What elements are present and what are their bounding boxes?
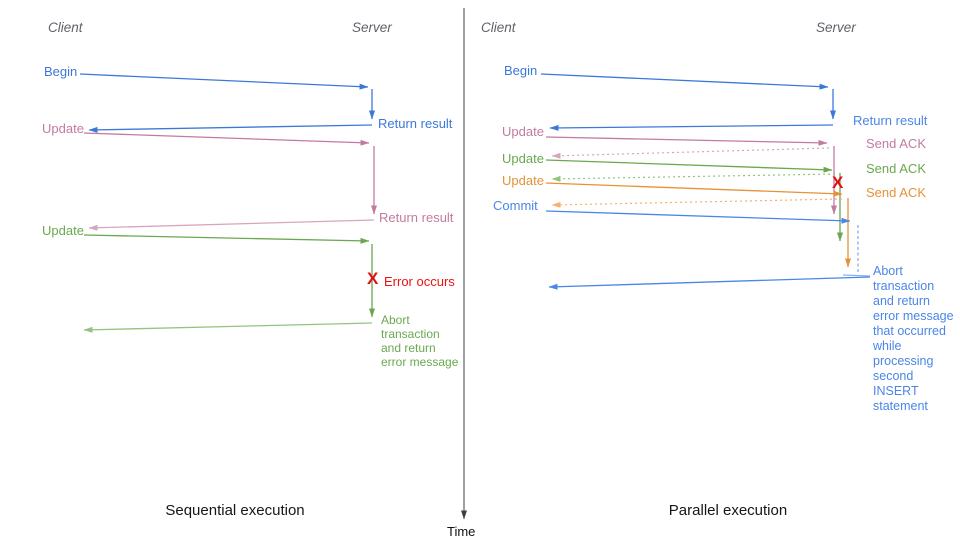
left-update1-response-arrow [88, 219, 375, 231]
left-update2-label: Update [42, 223, 84, 238]
left-update1-label: Update [42, 121, 84, 136]
right-begin-response-arrow [549, 124, 834, 131]
left-begin-response-arrow [88, 124, 373, 133]
left-abort-message: Abort transaction and return error messa… [381, 313, 459, 369]
right-error-x-mark: X [832, 173, 844, 192]
left-update1-request-arrow [83, 132, 370, 146]
right-update1-request-arrow [545, 136, 828, 146]
right-update3-request-arrow [545, 182, 843, 197]
time-axis-label: Time [447, 524, 476, 539]
right-return-result-label: Return result [853, 113, 928, 128]
left-update2-request-arrow [83, 234, 370, 244]
right-commit-request-arrow [545, 210, 851, 224]
right-abort-response-arrow [548, 276, 871, 290]
left-abort-response-arrow [83, 322, 373, 333]
right-send-ack3-label: Send ACK [866, 185, 926, 200]
right-ack2-dotted-arrow [551, 173, 836, 182]
right-client-title: Client [481, 20, 516, 35]
left-error-occurs-label: Error occurs [384, 274, 455, 289]
left-caption: Sequential execution [165, 502, 305, 519]
right-update3-label: Update [502, 173, 544, 188]
right-begin-request-arrow [540, 73, 829, 90]
left-return-result1-label: Return result [378, 116, 453, 131]
right-ack1-dotted-arrow [551, 147, 830, 159]
left-begin-label: Begin [44, 64, 78, 79]
right-commit-label: Commit [493, 198, 538, 213]
right-update1-label: Update [502, 124, 544, 139]
right-send-ack2-label: Send ACK [866, 161, 926, 176]
right-lifeline-end-tick [842, 274, 871, 277]
left-server-title: Server [352, 20, 392, 35]
right-update2-request-arrow [545, 159, 833, 173]
left-return-result2-label: Return result [379, 210, 454, 225]
right-ack3-dotted-arrow [551, 198, 843, 208]
left-error-x-mark: X [367, 269, 379, 288]
left-client-title: Client [48, 20, 83, 35]
right-update2-label: Update [502, 151, 544, 166]
right-send-ack1-label: Send ACK [866, 136, 926, 151]
right-caption: Parallel execution [668, 502, 788, 519]
left-begin-request-arrow [79, 73, 369, 90]
right-server-title: Server [816, 20, 856, 35]
right-abort-message: Abort transaction and return error messa… [873, 264, 954, 413]
right-begin-label: Begin [504, 63, 538, 78]
